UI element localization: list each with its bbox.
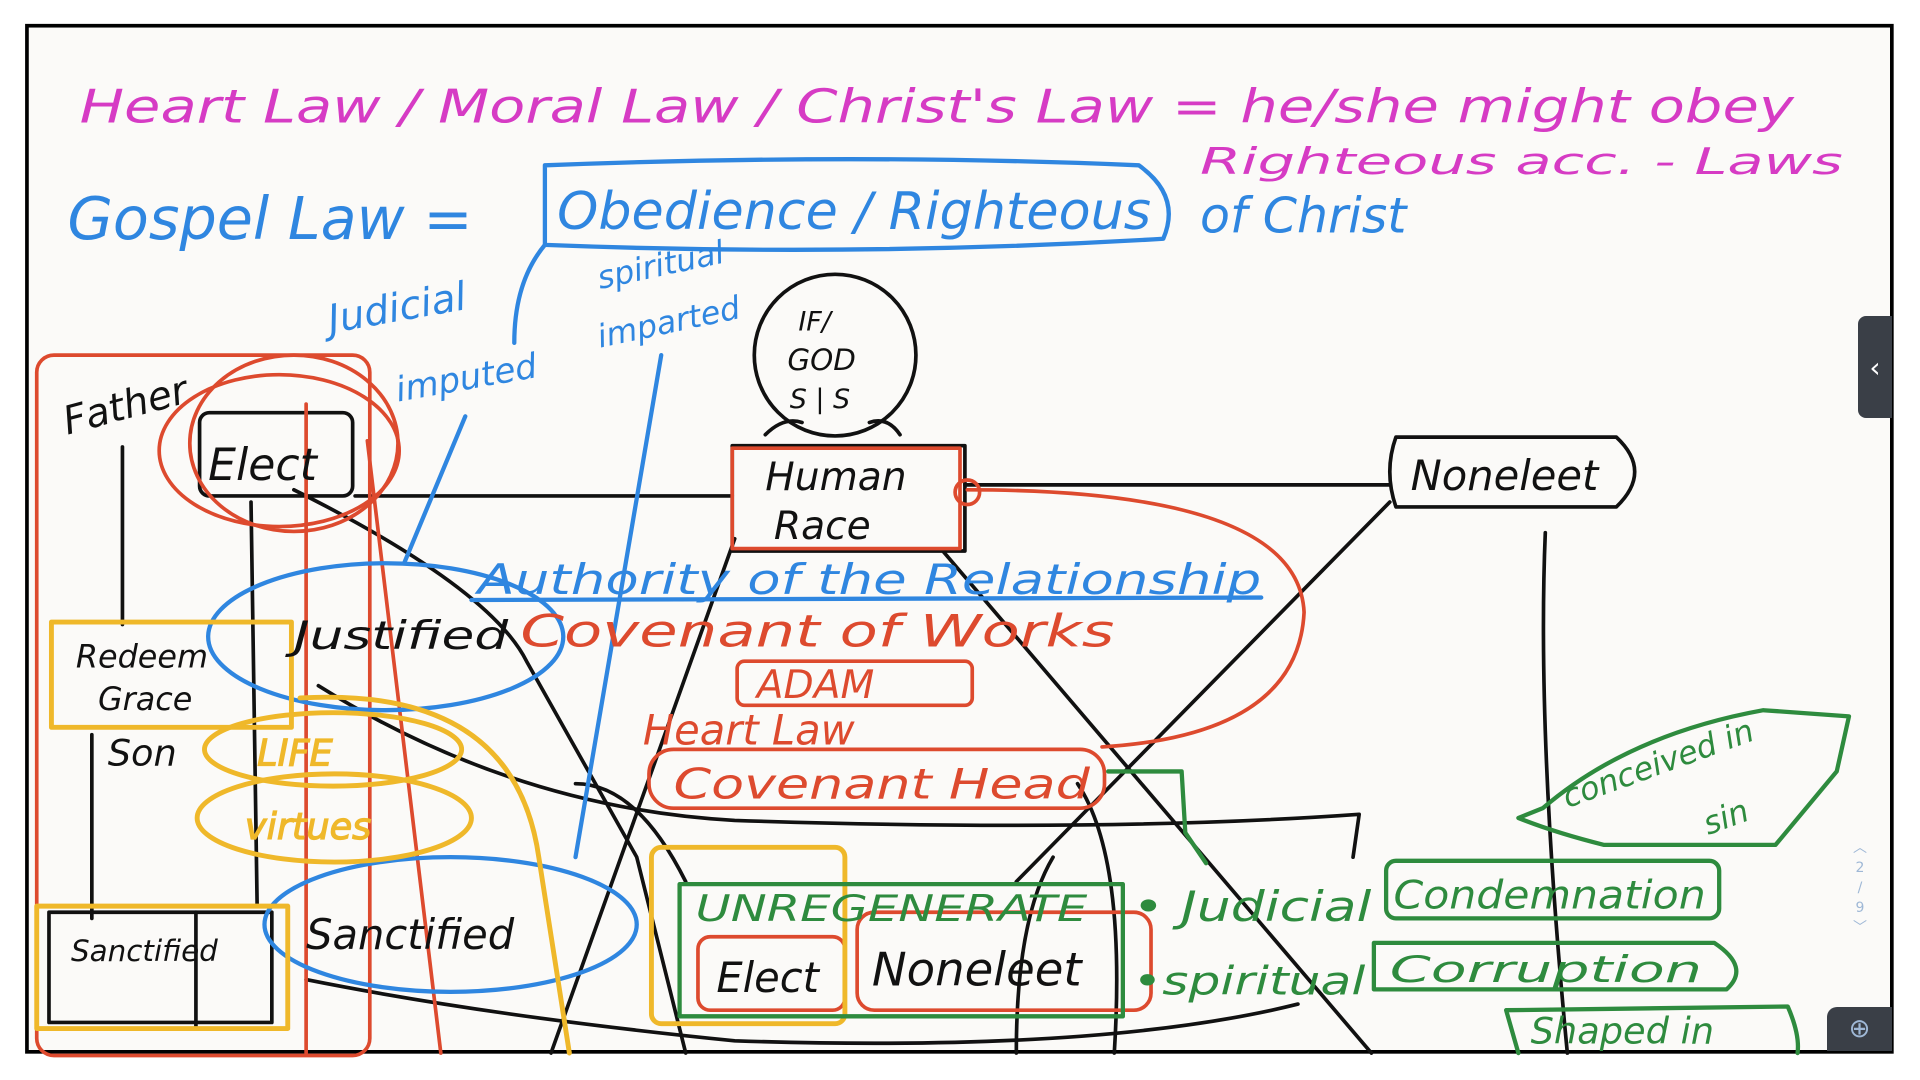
adam-label: ADAM [754, 663, 875, 708]
life-label: LIFE [257, 731, 333, 774]
heart-law-label: Heart Law [643, 705, 856, 754]
note-righteous-laws: Righteous acc. - Laws [1200, 140, 1843, 183]
god-label: GOD [787, 343, 856, 377]
chevron-left-icon: ‹ [1869, 350, 1881, 384]
son-label: Son [108, 731, 177, 774]
god-if: IF/ [798, 307, 833, 338]
noneleet-label: Noneleet [1411, 451, 1600, 500]
god-ss: S | S [790, 384, 850, 415]
page-total: 9 [1855, 900, 1865, 916]
judicial-label: • Judicial [1133, 882, 1372, 931]
page-up-icon[interactable]: ︿ [1853, 840, 1867, 856]
redeem-label: Redeem [76, 637, 208, 675]
elect-label: Elect [208, 440, 318, 491]
human-race-1: Human [765, 455, 906, 500]
page-indicator: ︿ 2 / 9 ﹀ [1845, 838, 1875, 938]
green-strokes [677, 708, 1852, 1056]
condemnation-label: Condemnation [1393, 874, 1705, 919]
note-sanctified: Sanctified [306, 910, 515, 959]
shaped-in-label: Shaped in [1531, 1009, 1714, 1052]
page-down-icon[interactable]: ﹀ [1853, 920, 1867, 936]
virtues-label: virtues [245, 805, 371, 848]
covenant-head: Covenant Head [673, 759, 1090, 808]
grace-label: Grace [98, 680, 192, 718]
human-race-2: Race [774, 504, 871, 549]
zoom-button[interactable]: ⊕ [1827, 1007, 1892, 1051]
spiritual-label: •spiritual [1133, 959, 1366, 1004]
yellow-strokes [34, 619, 848, 1056]
elect-small-label: Elect [716, 953, 820, 1002]
corruption-label: Corruption [1390, 948, 1702, 991]
zoom-in-icon: ⊕ [1848, 1014, 1871, 1044]
blue-strokes [206, 157, 1264, 994]
red-strokes [34, 353, 1306, 1058]
note-gospel-law: Gospel Law = [67, 184, 472, 253]
note-heart-law: Heart Law / Moral Law / Christ's Law = h… [80, 79, 1796, 133]
note-obedience: Obedience / Righteous [557, 182, 1151, 242]
page-separator: / [1857, 880, 1863, 896]
page-current: 2 [1855, 860, 1865, 876]
collapse-panel-button[interactable]: ‹ [1858, 316, 1892, 418]
unregenerate-label: UNREGENERATE [696, 887, 1089, 930]
note-authority: Authority of the Relationship [474, 555, 1262, 604]
note-of-christ: of Christ [1200, 188, 1408, 245]
note-justified: Justified [284, 614, 509, 659]
noneleet-small-label: Noneleet [872, 943, 1084, 997]
covenant-works: Covenant of Works [520, 607, 1114, 658]
sanctified-box-label: Sanctified [71, 934, 218, 968]
